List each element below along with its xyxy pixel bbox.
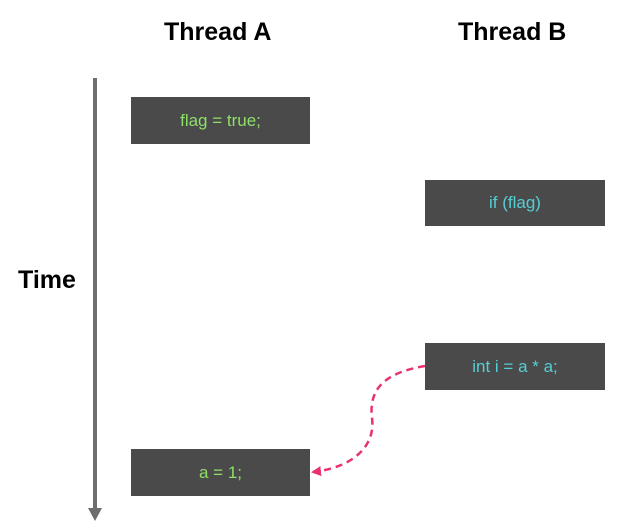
time-axis-label: Time: [18, 266, 76, 294]
thread-b-statement-if-flag: if (flag): [425, 180, 605, 226]
dependency-arrow: [311, 364, 426, 477]
thread-a-heading: Thread A: [164, 18, 272, 46]
thread-b-statement-int-assign: int i = a * a;: [425, 343, 605, 390]
thread-b-heading: Thread B: [458, 18, 567, 46]
time-axis-arrowhead-icon: [88, 508, 102, 521]
thread-a-statement-flag-assign: flag = true;: [131, 97, 310, 144]
thread-a-statement-a-assign: a = 1;: [131, 449, 310, 496]
